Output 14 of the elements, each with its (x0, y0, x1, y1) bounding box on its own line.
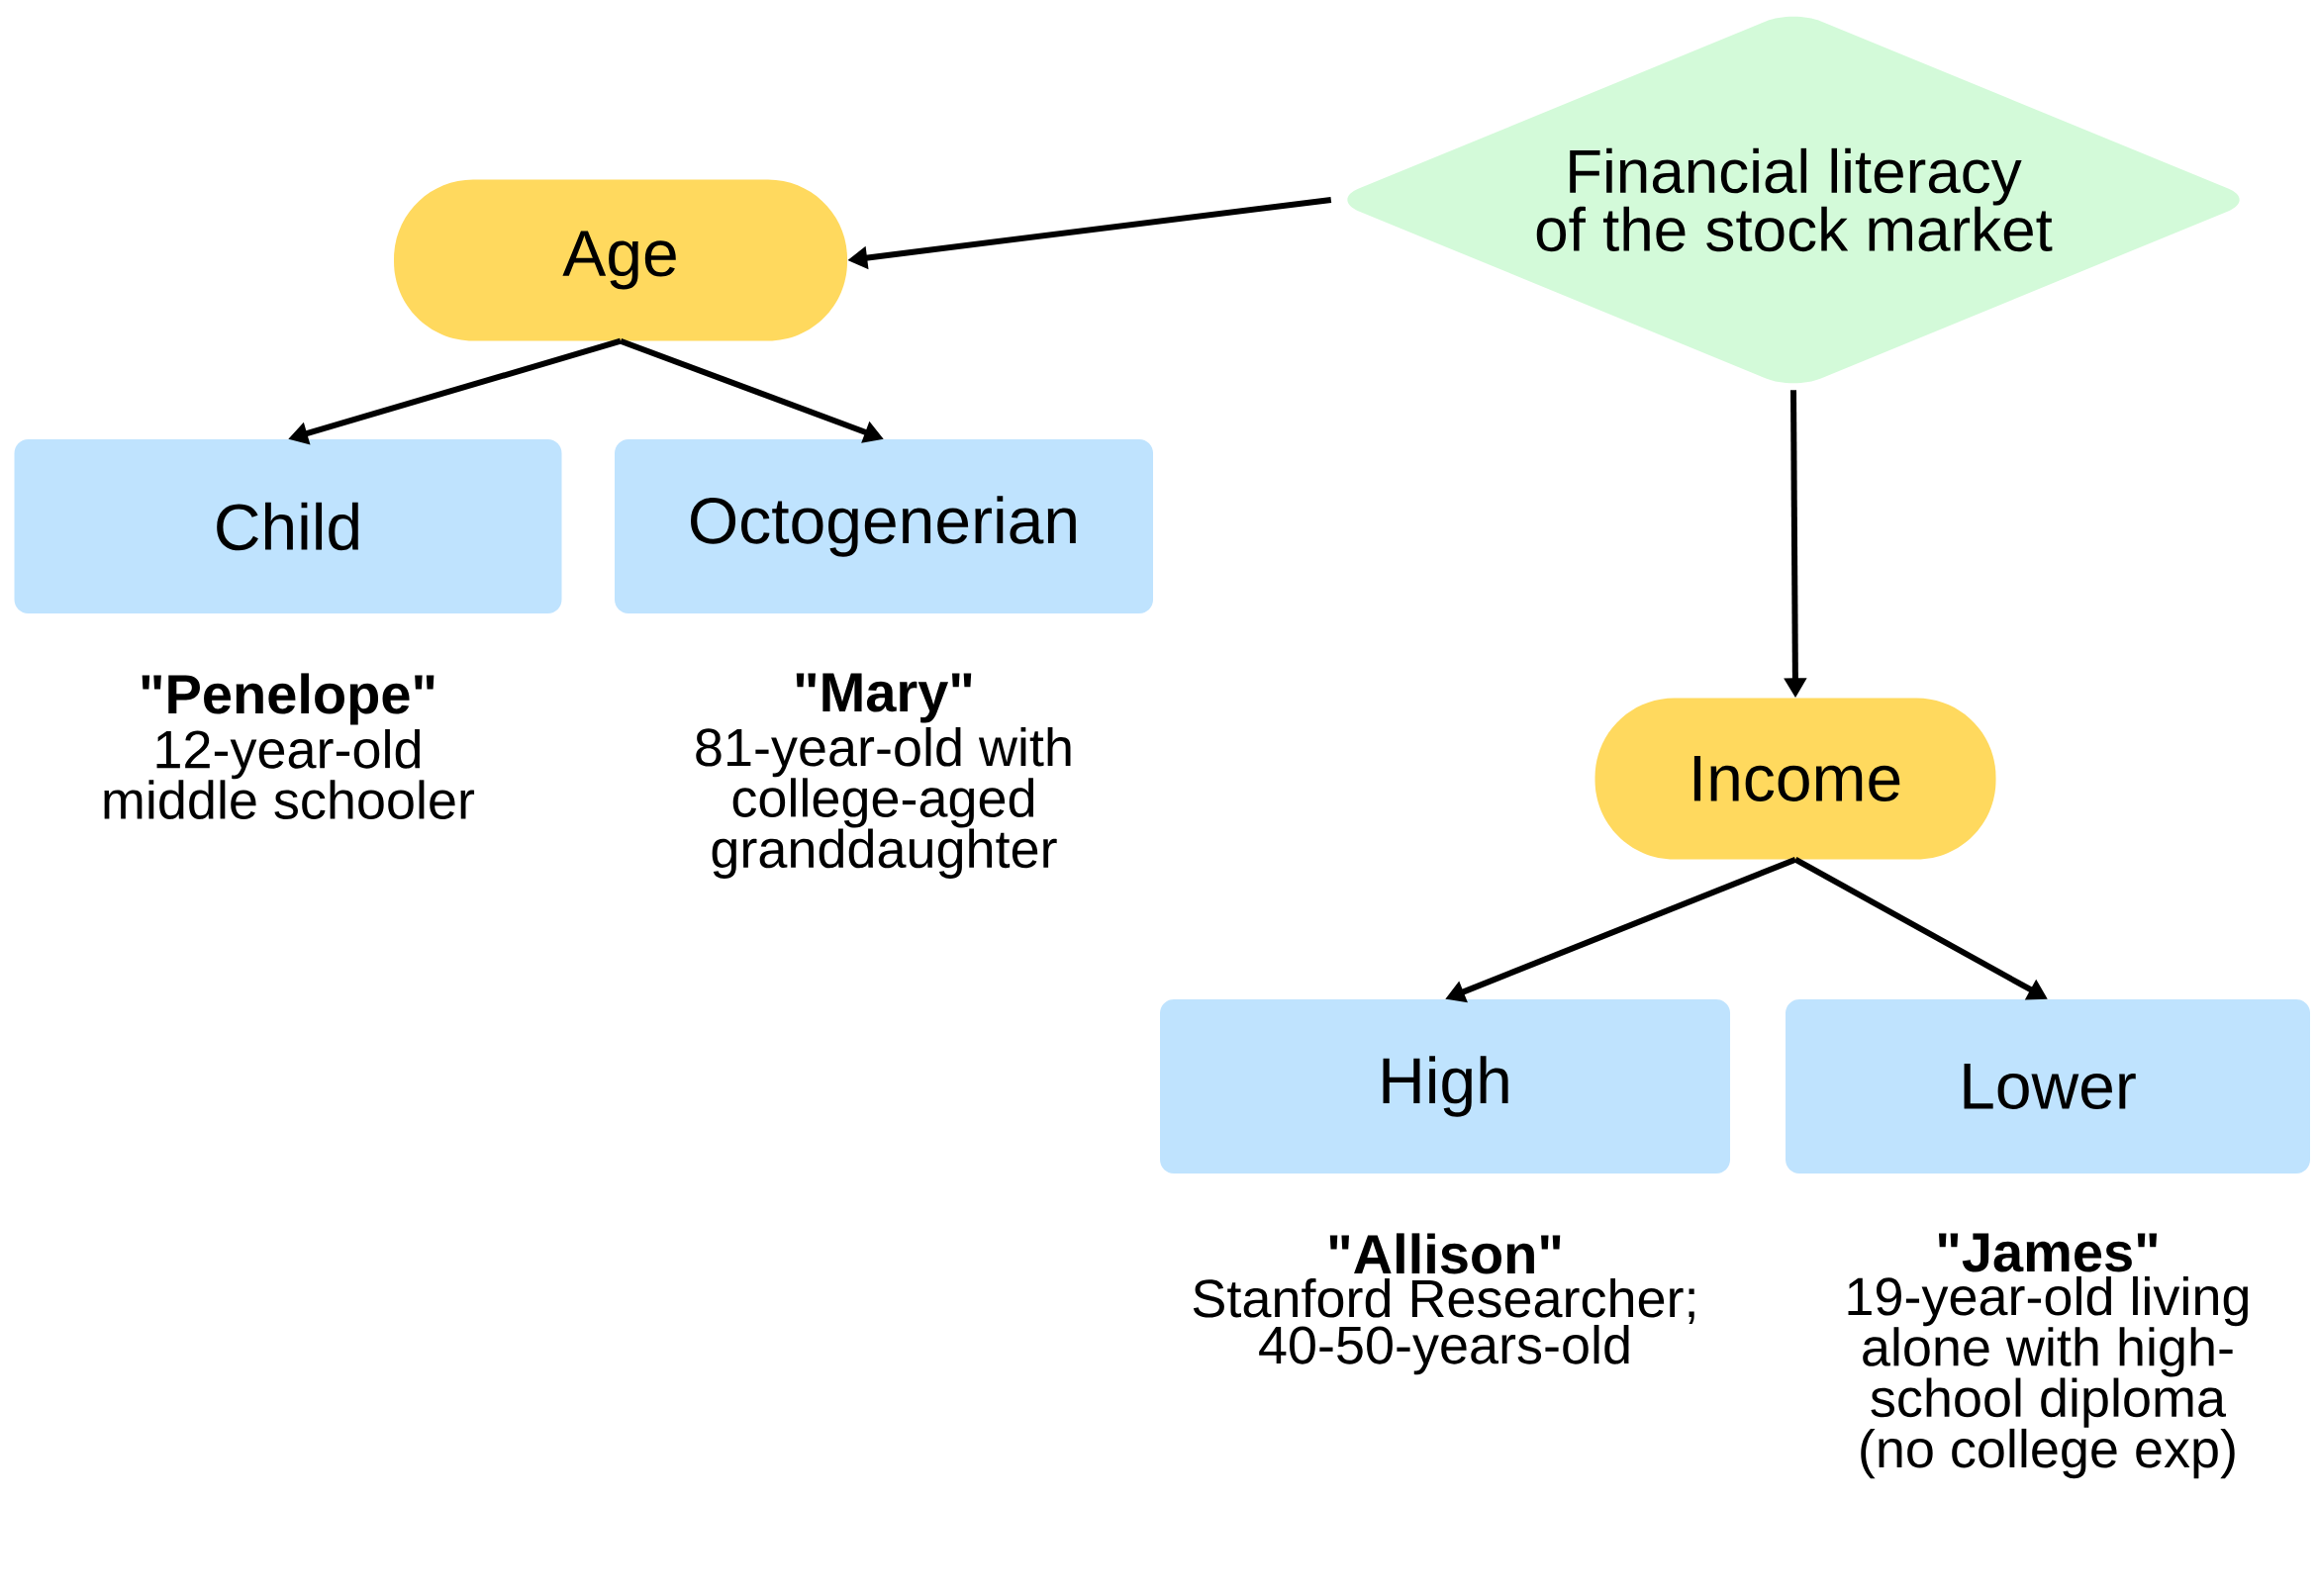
category-box: Octogenerian (615, 439, 1153, 613)
description-text: 81-year-old with college-aged granddaughter (696, 726, 1071, 879)
category-box: Child (14, 439, 562, 613)
person-name: "James" (1938, 1233, 2157, 1272)
person-name: "Penelope" (142, 673, 435, 725)
person-name: "Mary" (796, 673, 972, 723)
person-name: "Allison" (1329, 1233, 1561, 1274)
description-text: Stanford Researcher; 40-50-years-old (1193, 1277, 1694, 1375)
category-pill: Income (1594, 698, 1996, 860)
category-box: Lower (1786, 999, 2310, 1174)
category-box: High (1160, 999, 1730, 1174)
description-text: 12-year-old middle schooler (104, 729, 475, 819)
category-pill: Age (394, 179, 847, 341)
description-text: 19-year-old living alone with high-school diploma (no college exp) (1848, 1275, 2248, 1479)
